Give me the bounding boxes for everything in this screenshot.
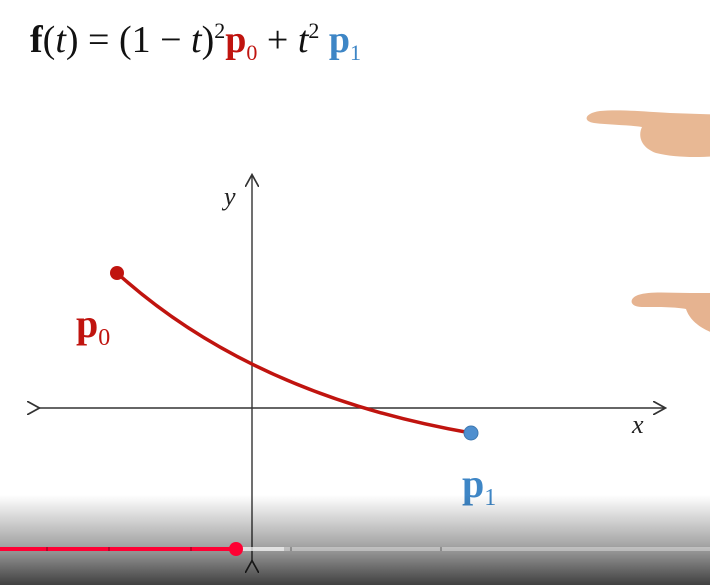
formula-f: f [30,19,43,61]
x-axis-label: x [632,410,644,439]
formula-exponent-1: 2 [214,18,226,43]
formula-p1-sub: 1 [350,40,362,65]
formula-exponent-2: 2 [308,18,320,43]
formula-p0-sub: 0 [246,40,258,65]
formula-t-inner: t [191,19,202,61]
video-controls-overlay [0,495,710,585]
formula-t-arg: t [55,19,66,61]
chapter-marker [190,547,192,551]
chapter-marker [290,547,292,551]
p0-label-sub: 0 [98,325,111,351]
p1-point [463,425,479,441]
formula-p1: p [328,19,351,61]
pointing-hand-top [586,110,710,157]
bezier-formula: f(t) = (1 − t)2p0 + t2 p1 [30,18,361,66]
formula-open-paren: ( [42,19,56,61]
video-progress-bar[interactable] [0,542,710,556]
p0-point [110,266,124,280]
formula-p0: p [225,19,247,61]
progress-scrubber-handle[interactable] [229,542,244,556]
y-axis-label: y [224,182,236,211]
formula-plus: + [257,19,298,61]
chapter-marker [108,547,110,551]
formula-t-second: t [297,19,309,61]
chapter-marker [46,547,48,551]
p0-label-text: p [76,301,99,346]
progress-played [0,547,237,551]
chapter-marker [440,547,442,551]
p0-label: p0 [76,300,110,352]
bezier-curve [115,271,472,435]
formula-close-paren: ) [201,19,215,61]
p1-label-text: p [462,461,485,506]
pointing-hand-bottom [631,292,710,332]
formula-equals: ) = (1 − [65,19,192,61]
